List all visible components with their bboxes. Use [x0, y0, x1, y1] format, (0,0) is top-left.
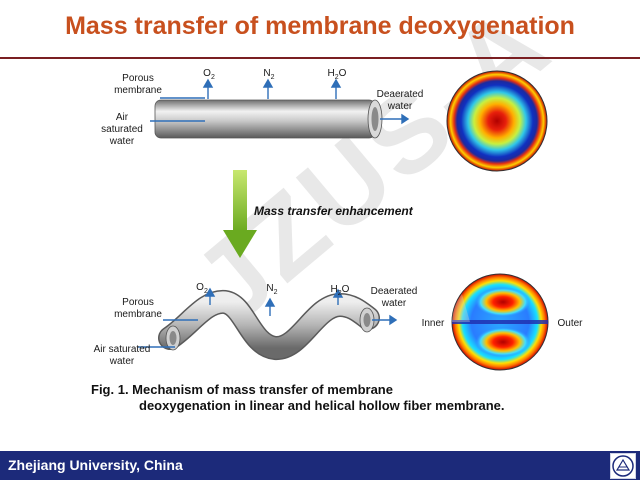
- bottom-o2-label: O2: [192, 282, 212, 298]
- bottom-h2o-label: H2O: [327, 284, 353, 300]
- bottom-h2o-main: H: [330, 284, 338, 295]
- bottom-o2-sub: 2: [203, 288, 208, 295]
- figure-caption: Fig. 1. Mechanism of mass transfer of me…: [91, 382, 531, 414]
- bottom-o2-main: O: [196, 282, 204, 293]
- footer-bar: Zhejiang University, China: [0, 451, 640, 480]
- top-n2-main: N: [263, 68, 271, 79]
- top-flow-arrows: [150, 78, 410, 125]
- top-o2-main: O: [203, 68, 211, 79]
- top-h2o-end: O: [338, 68, 347, 79]
- top-o2-sub: 2: [210, 74, 215, 81]
- top-deaerated-water-label: Deaerated water: [376, 89, 424, 112]
- top-n2-label: N2: [259, 68, 279, 84]
- top-air-saturated-water-label: Air saturated water: [101, 112, 143, 147]
- title-divider: [0, 57, 640, 59]
- top-h2o-label: H2O: [324, 68, 350, 84]
- inner-label: Inner: [421, 318, 445, 329]
- bottom-flow-arrows: [138, 287, 398, 348]
- logo-seal-icon: [612, 455, 634, 477]
- caption-line-rest: deoxygenation in linear and helical holl…: [139, 398, 505, 413]
- bottom-n2-main: N: [266, 283, 274, 294]
- bottom-deaerated-water-label: Deaerated water: [370, 286, 418, 309]
- bottom-air-saturated-water-label: Air saturated water: [93, 344, 151, 367]
- enhancement-arrow: [223, 170, 257, 258]
- outer-label: Outer: [557, 318, 583, 329]
- bottom-h2o-end: O: [341, 284, 350, 295]
- straight-fiber: [154, 99, 383, 139]
- diagram-canvas: [138, 70, 549, 371]
- helical-velocity-profile: [451, 273, 549, 371]
- top-porous-membrane-label: Porous membrane: [114, 73, 162, 96]
- enhancement-label: Mass transfer enhancement: [254, 204, 413, 218]
- straight-velocity-profile: [446, 70, 548, 172]
- top-h2o-sub: 2: [334, 74, 339, 81]
- bottom-h2o-sub: 2: [337, 290, 342, 297]
- university-logo-icon: [610, 453, 636, 479]
- caption-line-1: Fig. 1. Mechanism of mass transfer of me…: [91, 382, 393, 397]
- page-title: Mass transfer of membrane deoxygenation: [65, 12, 575, 40]
- top-h2o-main: H: [327, 68, 335, 79]
- bottom-n2-sub: 2: [273, 289, 278, 296]
- top-o2-label: O2: [199, 68, 219, 84]
- footer-institution: Zhejiang University, China: [8, 457, 183, 473]
- top-n2-sub: 2: [270, 74, 275, 81]
- bottom-n2-label: N2: [262, 283, 282, 299]
- bottom-porous-membrane-label: Porous membrane: [114, 297, 162, 320]
- helical-fiber: [158, 290, 380, 360]
